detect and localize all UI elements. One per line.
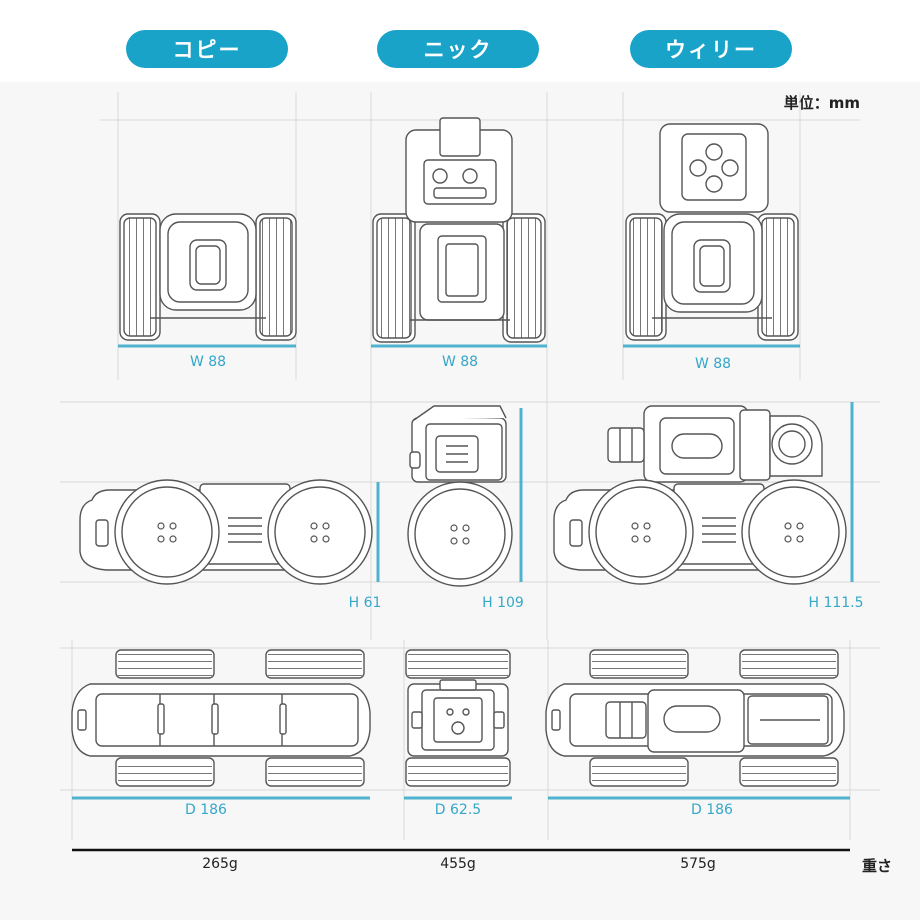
nick-front-view	[372, 117, 546, 343]
nick-depth-label: D 62.5	[434, 802, 482, 818]
nick-width-label: W 88	[441, 354, 479, 370]
unit-label: 単位：mm	[783, 94, 860, 112]
robot-name-copy: コピー	[126, 30, 288, 68]
height-dimension-lines	[376, 402, 854, 582]
copy-height-label: H 61	[348, 595, 382, 611]
robot-name-willy: ウィリー	[630, 30, 792, 68]
weight-label: 重さ	[861, 857, 892, 875]
nick-top-view	[405, 649, 511, 787]
copy-side-view	[79, 479, 373, 585]
nick-side-view	[407, 405, 513, 587]
copy-depth-label: D 186	[185, 802, 227, 818]
copy-width-label: W 88	[189, 354, 227, 370]
copy-top-view	[71, 649, 371, 787]
willy-front-view	[625, 123, 799, 341]
willy-side-view	[553, 405, 847, 585]
willy-width-label: W 88	[694, 356, 732, 372]
copy-weight: 265g	[202, 856, 238, 872]
willy-top-view	[545, 649, 845, 787]
willy-weight: 575g	[680, 856, 716, 872]
copy-front-view	[119, 213, 297, 341]
nick-weight: 455g	[440, 856, 476, 872]
willy-height-label: H 111.5	[808, 595, 864, 611]
robot-name-nick: ニック	[377, 30, 539, 68]
willy-depth-label: D 186	[691, 802, 733, 818]
nick-height-label: H 109	[482, 595, 524, 611]
